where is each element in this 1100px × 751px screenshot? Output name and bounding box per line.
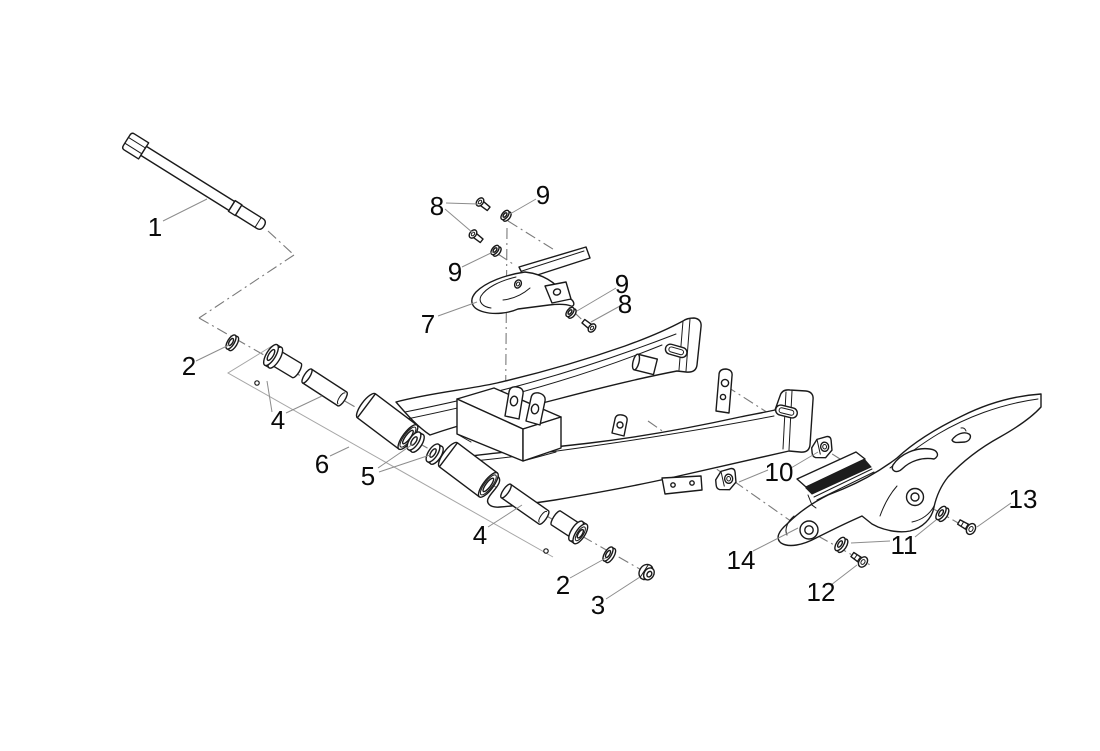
slider-washer-9c <box>565 306 577 319</box>
callout-4a: 4 <box>271 405 285 435</box>
swingarm-lower-arm <box>470 389 814 508</box>
callout-14: 14 <box>727 545 756 575</box>
washer-5a <box>406 431 425 453</box>
callout-9c: 9 <box>615 269 629 299</box>
leader-lines <box>162 198 1012 600</box>
spacer-sleeve-4a <box>301 368 348 407</box>
callout-9a: 9 <box>536 180 550 210</box>
callout-labels: 1 2 4 6 5 4 2 3 7 8 9 9 9 8 10 11 12 13 … <box>148 180 1038 620</box>
callout-2a: 2 <box>182 351 196 381</box>
washer-2b <box>602 546 617 564</box>
group-reference-line <box>227 345 554 558</box>
pivot-axle-bolt <box>121 132 267 231</box>
guard-washer-11a <box>935 505 950 523</box>
guard-clip-10b <box>714 467 737 491</box>
washer-2a <box>225 334 240 352</box>
pivot-nut <box>638 563 655 581</box>
slider-screw-8a <box>475 197 491 212</box>
callout-6: 6 <box>315 449 329 479</box>
callout-9b: 9 <box>448 257 462 287</box>
pivot-tube-lower <box>437 441 499 498</box>
callout-7: 7 <box>421 309 435 339</box>
guard-rub-strip <box>796 451 875 509</box>
guard-screw-12 <box>850 551 869 568</box>
callout-5: 5 <box>361 461 375 491</box>
callout-8a: 8 <box>430 191 444 221</box>
callout-3: 3 <box>591 590 605 620</box>
chain-guard <box>777 393 1042 547</box>
spacer-sleeve-4b <box>500 483 550 525</box>
guard-screw-13 <box>956 519 977 536</box>
slider-screw-8b <box>468 229 484 244</box>
callout-13: 13 <box>1009 484 1038 514</box>
slider-screw-8c <box>581 318 597 333</box>
callout-2b: 2 <box>556 570 570 600</box>
hose-guide-tab <box>715 368 733 414</box>
washer-5b <box>425 443 444 465</box>
callout-11: 11 <box>891 530 918 560</box>
callout-12: 12 <box>807 577 836 607</box>
callout-4b: 4 <box>473 520 487 550</box>
swingarm <box>355 317 814 508</box>
chain-slider <box>471 246 591 315</box>
callout-1: 1 <box>148 212 162 242</box>
shock-mount-tabs <box>504 386 546 426</box>
slider-washer-9a <box>500 209 512 222</box>
chain-guide-tab <box>611 414 628 437</box>
guard-washer-11b <box>834 536 849 554</box>
caliper-stay-plate <box>661 475 703 495</box>
guard-clip-10a <box>810 435 833 459</box>
axle-adjuster-stub <box>631 353 659 376</box>
callout-8c: 8 <box>618 289 632 319</box>
bushing-4a <box>262 343 303 379</box>
callout-10: 10 <box>765 457 794 487</box>
bushing-4b <box>550 510 589 545</box>
